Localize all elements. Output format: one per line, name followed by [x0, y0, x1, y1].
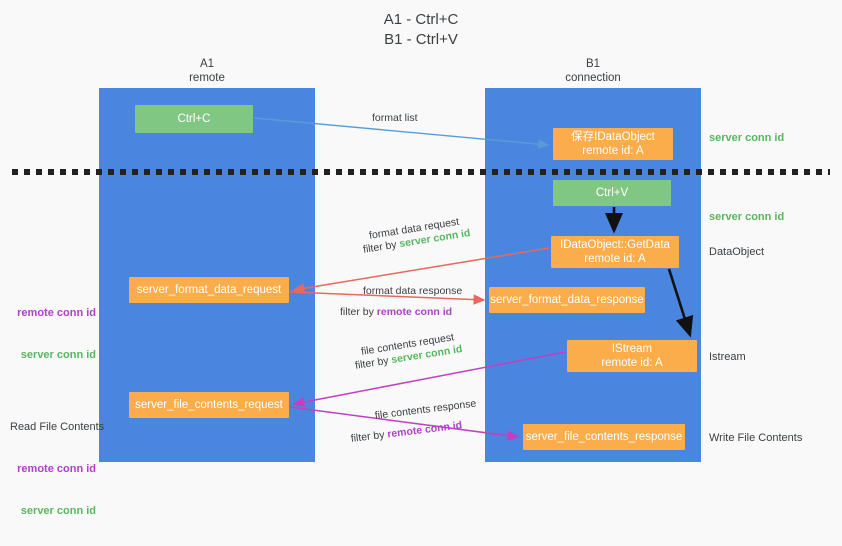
node-server-file-contents-request[interactable]: server_file_contents_request	[129, 392, 289, 418]
filter-prefix: filter by	[340, 306, 377, 318]
node-server-file-contents-response[interactable]: server_file_contents_response	[523, 424, 685, 450]
edge-label-format-data-response: format data response	[363, 285, 463, 297]
edge-label-format-data-response-filter: filter by remote conn id	[340, 305, 452, 319]
diagram-canvas: A1 - Ctrl+C B1 - Ctrl+V A1 remote B1 con…	[10, 11, 830, 517]
node-server-format-data-request[interactable]: server_format_data_request	[129, 277, 289, 303]
page-title: A1 - Ctrl+C B1 - Ctrl+V	[383, 11, 459, 48]
node-server-format-data-response[interactable]: server_format_data_response	[489, 287, 645, 313]
annotation-remote-conn-id: remote conn id	[17, 307, 96, 319]
node-save-idataobject[interactable]: 保存IDataObject remote id: A	[553, 128, 673, 160]
lane-header-b1: B1 connection	[565, 58, 621, 84]
annotation-write-file-contents: Write File Contents	[709, 432, 803, 444]
annotation-server-conn-id: server conn id	[20, 349, 96, 361]
edge-label-format-list: format list	[372, 112, 418, 124]
filter-value: remote conn id	[376, 306, 453, 318]
annotation-read-file-contents: Read File Contents	[10, 421, 105, 433]
annotation-server-conn-id-top: server conn id	[709, 132, 785, 144]
annotation-server-conn-id-mid: server conn id	[709, 211, 785, 223]
annotation-remote-conn-id-2: remote conn id	[17, 463, 96, 475]
filter-value: remote conn id	[386, 419, 463, 441]
lane-header-a1: A1 remote	[189, 58, 225, 84]
annotation-conn-ids-format: remote conn id server conn id	[10, 278, 96, 390]
node-ctrl-c[interactable]: Ctrl+C	[135, 105, 253, 133]
node-istream[interactable]: IStream remote id: A	[567, 340, 697, 372]
filter-prefix: filter by	[354, 354, 393, 372]
annotation-server-conn-id-2: server conn id	[20, 505, 96, 517]
annotation-istream: Istream	[709, 351, 746, 363]
edge-label-file-contents-response-filter: filter by remote conn id	[350, 418, 463, 446]
filter-prefix: filter by	[350, 428, 389, 445]
node-idataobject-getdata[interactable]: IDataObject::GetData remote id: A	[551, 236, 679, 268]
annotation-dataobject: DataObject	[709, 246, 765, 258]
annotation-read-file-contents-group: Read File Contents remote conn id server…	[10, 392, 105, 546]
filter-prefix: filter by	[362, 238, 401, 256]
node-ctrl-v[interactable]: Ctrl+V	[553, 180, 671, 206]
edge-label-file-contents-response: file contents response	[374, 397, 477, 422]
divider-dashed-line	[12, 169, 830, 175]
